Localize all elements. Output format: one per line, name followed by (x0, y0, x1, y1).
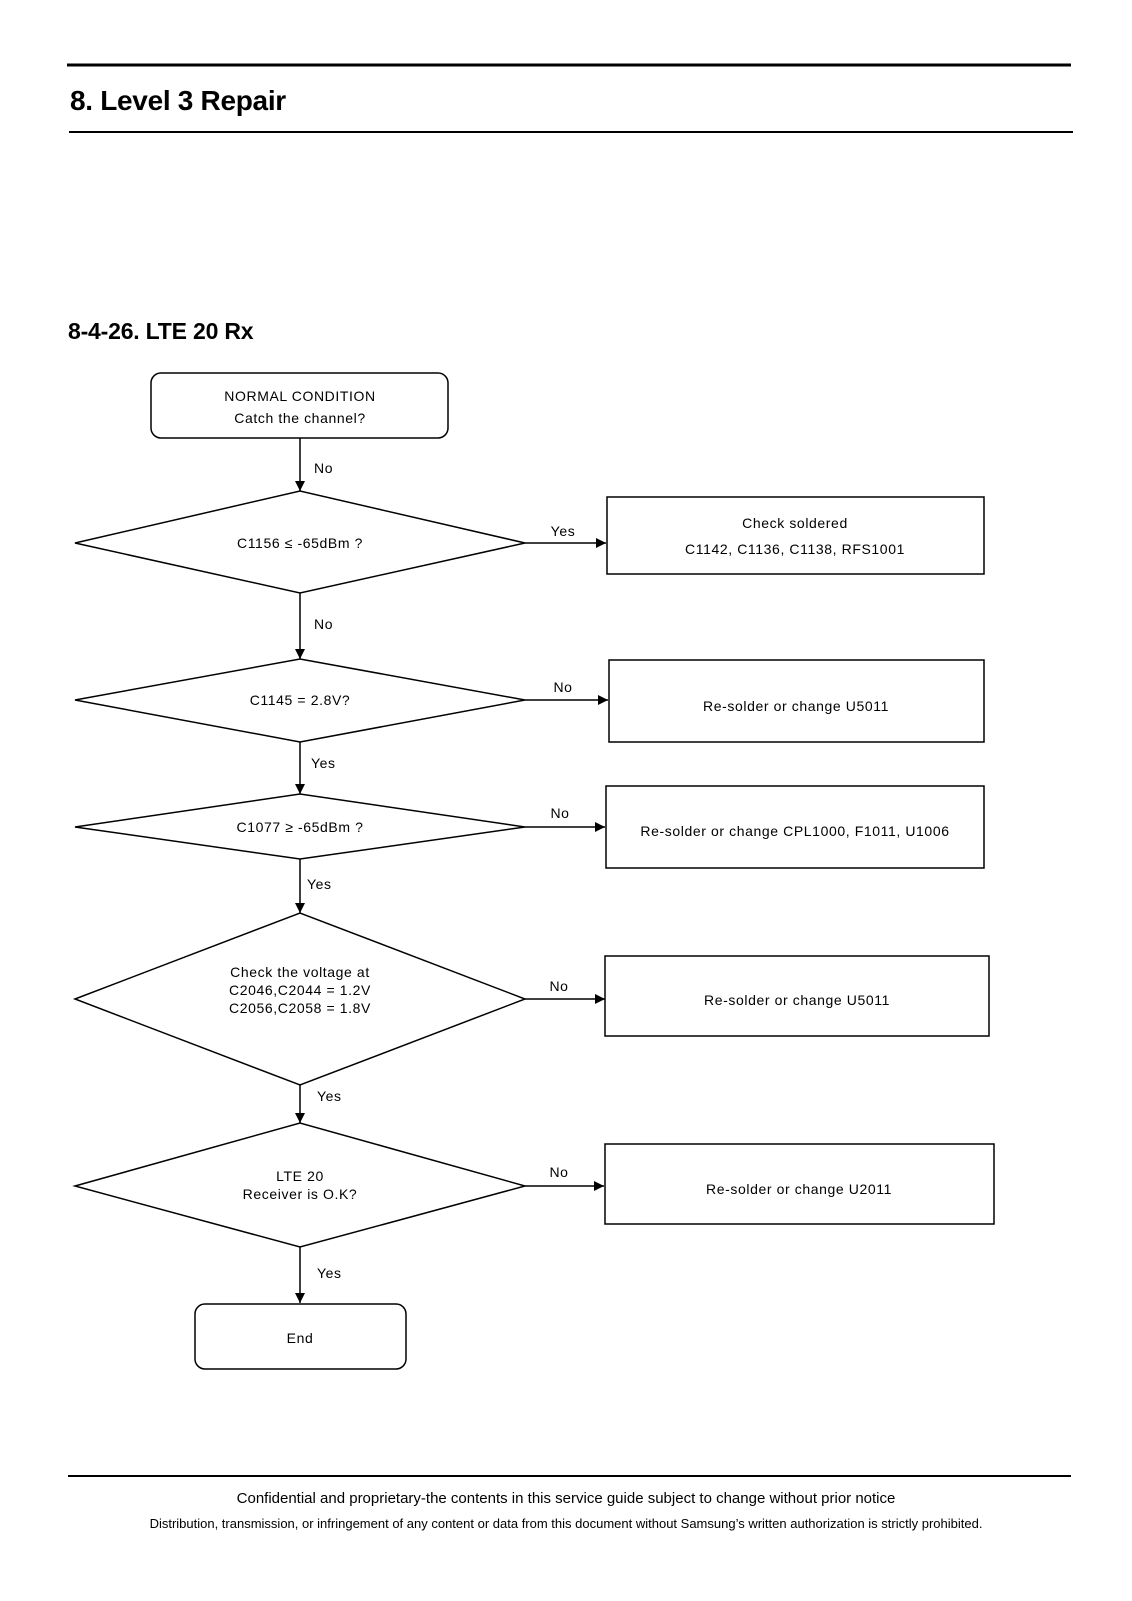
action-4: Re-solder or change U5011 (604, 955, 990, 1037)
start-line-2: Catch the channel? (234, 410, 365, 426)
start-box (150, 372, 449, 439)
edge-label-decision-1-right: Yes (551, 523, 576, 539)
decision-2: C1145 = 2.8V? (74, 658, 526, 743)
decision-5: LTE 20 Receiver is O.K? (72, 1122, 528, 1248)
edge-label-decision-1-down: No (314, 616, 333, 632)
edge-label-decision-3-down: Yes (307, 876, 332, 892)
end-label: End (287, 1330, 314, 1346)
edge-label-decision-4-right: No (549, 978, 568, 994)
edge-label-decision-4-down: Yes (317, 1088, 342, 1104)
action-2-box (608, 659, 985, 743)
action-4-box (604, 955, 990, 1037)
action-1-line-1: Check soldered (742, 515, 848, 531)
action-4-line-1: Re-solder or change U5011 (704, 992, 890, 1008)
end-box (194, 1303, 407, 1370)
start-line-1: NORMAL CONDITION (224, 388, 375, 404)
edge-label-decision-5-down: Yes (317, 1265, 342, 1281)
decision-4-line-1: Check the voltage at (230, 964, 370, 980)
decision-4-line-3: C2056,C2058 = 1.8V (229, 1000, 371, 1016)
edge-label-start-down: No (314, 460, 333, 476)
decision-5-diamond (72, 1122, 528, 1248)
action-1-line-2: C1142, C1136, C1138, RFS1001 (685, 541, 905, 557)
decision-4: Check the voltage at C2046,C2044 = 1.2V … (72, 912, 528, 1086)
decision-4-line-2: C2046,C2044 = 1.2V (229, 982, 371, 998)
action-3: Re-solder or change CPL1000, F1011, U100… (605, 785, 985, 869)
edge-label-decision-3-right: No (550, 805, 569, 821)
action-1: Check soldered C1142, C1136, C1138, RFS1… (606, 496, 985, 575)
edge-label-decision-2-down: Yes (311, 755, 336, 771)
decision-3: C1077 ≥ -65dBm ? (74, 793, 526, 860)
footer-disclaimer: Distribution, transmission, or infringem… (149, 1516, 983, 1531)
start-node: NORMAL CONDITION Catch the channel? (150, 372, 449, 439)
action-5-box (604, 1143, 995, 1225)
chapter-title: 8. Level 3 Repair (70, 85, 286, 116)
end-node: End (194, 1303, 407, 1370)
decision-5-line-2: Receiver is O.K? (243, 1186, 358, 1202)
decision-4-diamond (72, 912, 528, 1086)
edge-label-decision-2-right: No (553, 679, 572, 695)
action-1-box (606, 496, 985, 575)
action-2: Re-solder or change U5011 (608, 659, 985, 743)
action-3-line-1: Re-solder or change CPL1000, F1011, U100… (640, 823, 949, 839)
decision-1: C1156 ≤ -65dBm ? (74, 490, 526, 594)
action-5: Re-solder or change U2011 (604, 1143, 995, 1225)
decision-3-text: C1077 ≥ -65dBm ? (236, 819, 363, 835)
action-5-line-1: Re-solder or change U2011 (706, 1181, 892, 1197)
section-title: 8-4-26. LTE 20 Rx (68, 318, 254, 344)
decision-2-text: C1145 = 2.8V? (250, 692, 351, 708)
decision-5-line-1: LTE 20 (276, 1168, 324, 1184)
action-2-line-1: Re-solder or change U5011 (703, 698, 889, 714)
footer-notice: Confidential and proprietary-the content… (236, 1490, 896, 1507)
decision-1-text: C1156 ≤ -65dBm ? (237, 535, 363, 551)
action-3-box (605, 785, 985, 869)
edge-label-decision-5-right: No (549, 1164, 568, 1180)
